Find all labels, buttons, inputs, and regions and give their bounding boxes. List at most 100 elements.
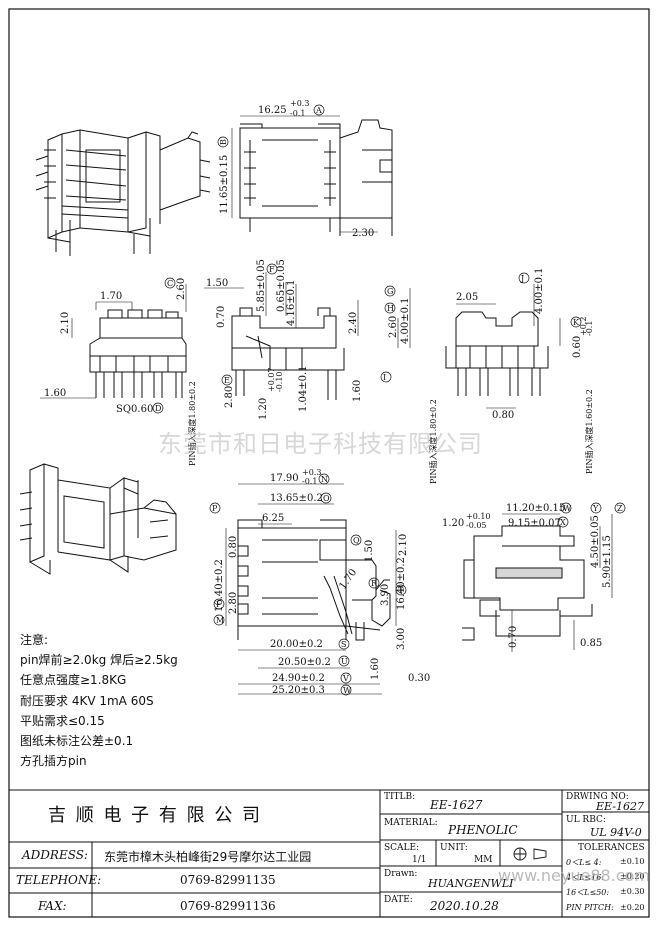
company-name: 吉 顺 电 子 有 限 公 司 [48, 805, 263, 826]
drawn-value: HUANGENWLI [428, 877, 514, 890]
ref-a: A [315, 106, 322, 115]
unit-label: UNIT: [440, 843, 468, 853]
side-view-left [89, 309, 187, 398]
ref-circle-u [338, 655, 350, 667]
note-line: 耐压要求 4KV 1mA 60S [20, 693, 154, 708]
unit-value: MM [474, 855, 493, 865]
date-value: 2020.10.28 [430, 899, 499, 913]
dim-f: 1.50 [206, 278, 228, 289]
ref-c: C [167, 279, 173, 288]
ref-circle-q [350, 534, 362, 546]
dim-front-030: 0.30 [408, 673, 430, 684]
sheet-border [8, 8, 650, 918]
tolerances-label: TOLERANCES [578, 843, 645, 853]
material-label: MATERIAL: [384, 818, 438, 828]
dim-h2: 2.60 [388, 316, 399, 338]
front-view-dims [225, 483, 397, 695]
title-label: TITLB: [384, 792, 416, 802]
telephone-label: TELEPHONE: [16, 873, 102, 887]
dim-v: 24.90±0.2 [272, 673, 325, 684]
dim-rs-120: 1.20 [442, 518, 464, 529]
dim-front-080: 0.80 [228, 536, 239, 558]
ref-circle-r [368, 577, 380, 589]
iso-view-bottom [19, 463, 177, 575]
fax-label: FAX: [38, 899, 67, 913]
dim-side-120: 1.20 [258, 398, 269, 420]
note-line: 任意点强度≥1.8KG [20, 673, 127, 688]
ref-t: T [398, 586, 404, 595]
ref-i: I [383, 373, 386, 382]
dim-front-280: 2.80 [228, 592, 239, 614]
dim-top-width-tol-minus: -0.1 [290, 109, 305, 118]
front-view [237, 519, 391, 641]
ref-circle-b [217, 136, 229, 148]
ref-circle-h [384, 302, 396, 314]
dim-side-120-plus: +0.07 [267, 367, 276, 392]
dim-front-1640a: 16.40±0.2 [214, 559, 225, 612]
dim-side-h: 2.10 [60, 312, 71, 334]
note-line: 图纸未标注公差±0.1 [20, 734, 134, 749]
dim-rs-120-plus: +0.10 [466, 512, 491, 521]
notes-title: 注意: [20, 633, 49, 647]
ref-j: J [520, 274, 524, 283]
dim-n-plus: +0.3 [302, 468, 321, 477]
dim-h3: 4.00±0.1 [400, 297, 411, 344]
tol-row-range: 0＜L≤ 4: [566, 858, 602, 867]
dim-rs-915: 9.15±0.07 [508, 518, 561, 529]
ref-circle-e [221, 374, 233, 386]
scale-value: 1/1 [412, 855, 427, 865]
dim-side-280: 2.80 [224, 386, 235, 408]
dim-n-minus: -0.1 [302, 477, 317, 486]
ref-circle-x [557, 516, 569, 528]
section-view-right [462, 525, 593, 641]
dim-front-300: 3.00 [396, 628, 407, 650]
side-right-dims [456, 284, 561, 409]
ref-y: Y [592, 504, 599, 513]
top-view-dims [231, 115, 378, 233]
fax-value: 0769-82991136 [180, 899, 276, 913]
dim-g2: 0.65±0.05 [276, 259, 287, 312]
ref-o: O [323, 494, 330, 503]
site-watermark: www.neyue88.com [498, 866, 650, 885]
tol-row-range: PIN PITCH: [566, 903, 614, 912]
dim-rs-590: 5.90±1.15 [602, 535, 613, 588]
title-block-grid [9, 789, 649, 917]
address-value: 东莞市樟木头柏峰街29号摩尔达工业园 [104, 850, 312, 864]
dim-s: 20.00±0.2 [270, 639, 323, 650]
side-view-right [445, 311, 549, 396]
dim-o: 13.65±0.2 [270, 493, 323, 504]
dim-side-160b: 1.60 [352, 380, 363, 402]
ref-circle-n [318, 473, 330, 485]
dim-top-pin-offset: 2.30 [352, 228, 374, 239]
drawing-no-label: DRWING NO: [566, 792, 629, 802]
ref-circle-s [338, 638, 350, 650]
ul-value: UL 94V-0 [590, 826, 642, 839]
ul-label: UL RBC: [566, 815, 606, 825]
ref-circle-a [313, 104, 325, 116]
top-view [239, 119, 393, 236]
dim-p: 6.25 [262, 513, 284, 524]
tol-row-range: 16＜L≤50: [566, 888, 610, 897]
dim-h: 2.40 [348, 312, 359, 334]
ref-n: N [321, 475, 328, 484]
ref-w: W [343, 686, 352, 695]
dim-pin-len-left: PIN插入深度1.80±0.2 [187, 381, 197, 466]
ref-h: H [387, 304, 394, 313]
tol-row-value: ±0.30 [620, 887, 645, 896]
drawn-label: Drawn: [384, 869, 418, 879]
ref-circle-f [266, 263, 278, 275]
ref-circle-y [590, 502, 602, 514]
side-left-dims [40, 284, 187, 399]
ref-circle-v [340, 672, 352, 684]
ref-w2: W [563, 504, 572, 513]
ref-m: M [216, 616, 224, 625]
dim-side-104: 1.04±0.1 [298, 365, 309, 412]
dim-pin-len-right: PIN插入深度1.60±0.2 [584, 389, 594, 474]
note-line: 平贴需求≤0.15 [20, 713, 105, 728]
dim-top-height: 11.65±0.15 [219, 155, 230, 214]
ref-circle-t [395, 584, 407, 596]
material-value: PHENOLIC [448, 823, 518, 837]
ref-k: K [573, 318, 580, 327]
ref-circle-i [380, 371, 392, 383]
dim-side-base: 1.60 [44, 388, 66, 399]
